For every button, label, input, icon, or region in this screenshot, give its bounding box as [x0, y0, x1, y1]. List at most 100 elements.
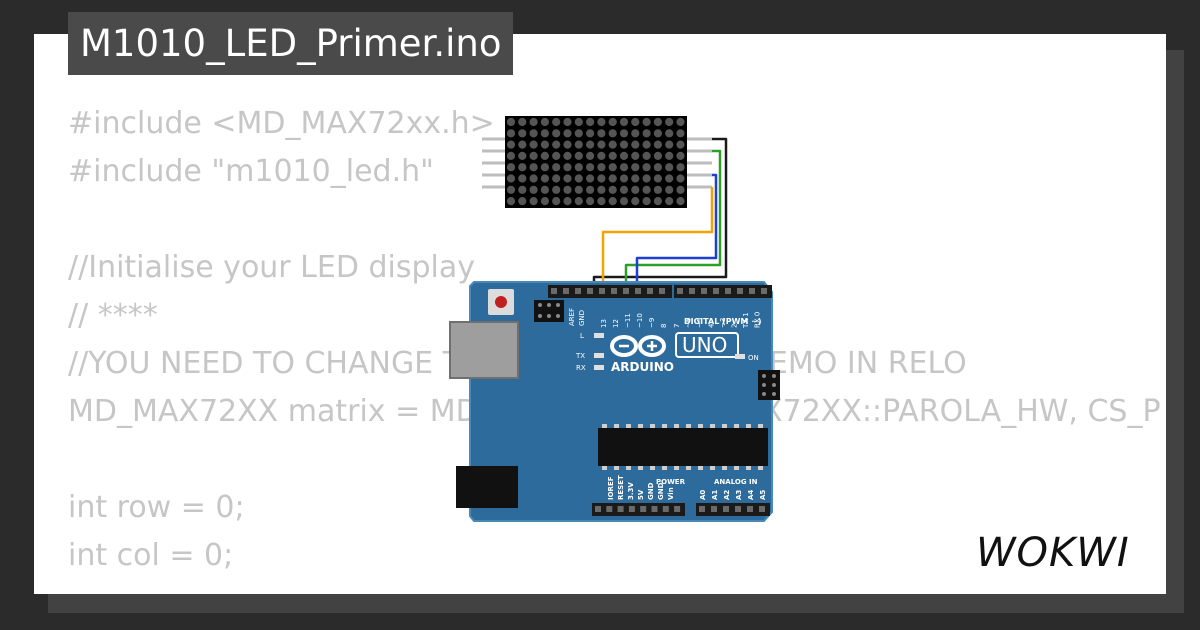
led-dot — [529, 117, 538, 127]
led-dot — [676, 185, 685, 194]
header-hole — [647, 288, 653, 294]
led-dot — [586, 117, 595, 127]
code-line: #include <MD_MAX72xx.h> — [68, 106, 495, 141]
digital-pwm-label: DIGITAL (PWM ~) — [684, 317, 762, 326]
led-dot — [631, 163, 640, 172]
led-dot — [540, 185, 550, 194]
chip-pin — [614, 466, 619, 470]
digital-pin-label: 13 — [600, 319, 608, 328]
digital-pin-label: ~11 — [624, 313, 632, 328]
analog-header — [696, 503, 770, 516]
matrix-right-pins — [686, 137, 712, 189]
digital-pin-label: RX 0 — [754, 312, 762, 328]
header-hole — [674, 506, 681, 512]
led-dot — [608, 151, 617, 160]
analog-pin-label: A5 — [759, 490, 767, 500]
green-wire[interactable] — [624, 149, 722, 292]
header-hole — [599, 288, 605, 294]
on-led — [735, 354, 745, 359]
led-dot — [563, 197, 572, 206]
header-hole — [711, 506, 717, 512]
led-dot — [665, 140, 674, 149]
digital-pin-label: ~10 — [636, 313, 644, 328]
power-pin-label: IOREF — [607, 476, 615, 500]
led-dot — [540, 151, 550, 160]
header-hole — [677, 288, 683, 294]
header-hole — [606, 506, 613, 512]
led-dot — [552, 117, 561, 127]
led-dot — [642, 117, 651, 127]
uno-model-label: UNO — [682, 333, 727, 357]
power-header — [592, 503, 685, 516]
led-dot — [665, 129, 674, 138]
led-dot — [665, 117, 674, 127]
header-hole — [723, 506, 729, 512]
header-hole — [595, 506, 601, 512]
analog-pin-label: A1 — [711, 490, 719, 500]
led-dot — [631, 197, 640, 206]
l-led — [594, 333, 604, 338]
blue-wire[interactable] — [635, 173, 718, 292]
led-dot — [518, 151, 527, 160]
led-dot — [642, 151, 651, 160]
tx-led — [594, 353, 604, 358]
analog-pin-label: A4 — [747, 490, 755, 500]
led-dot — [586, 140, 595, 149]
led-dot — [506, 129, 516, 138]
led-dot — [529, 185, 538, 194]
header-hole — [587, 288, 593, 294]
chip-pin — [734, 466, 739, 470]
code-line: int col = 0; — [68, 538, 234, 573]
led-dot — [529, 140, 538, 149]
led-dot — [529, 197, 538, 206]
led-dot — [529, 163, 538, 172]
rx-led-label: RX — [576, 364, 586, 372]
led-dot — [619, 197, 629, 206]
led-dot — [552, 129, 561, 138]
led-dot — [597, 197, 606, 206]
led-dot — [506, 174, 516, 183]
power-pin-label: RESET — [617, 475, 625, 500]
chip-pin — [746, 424, 751, 428]
arduino-brand-label: ARDUINO — [611, 360, 674, 374]
led-dot — [552, 174, 561, 183]
led-dot — [619, 174, 629, 183]
header-hole — [635, 288, 641, 294]
led-dot — [574, 140, 583, 149]
chip-pin — [758, 424, 763, 428]
code-preview: #include <MD_MAX72xx.h>#include "m1010_l… — [68, 100, 1161, 573]
header-hole — [551, 288, 557, 294]
led-dot — [574, 117, 583, 127]
header-hole — [628, 506, 635, 512]
led-dot — [518, 117, 527, 127]
led-dot — [608, 140, 617, 149]
file-title[interactable]: M1010_LED_Primer.ino — [68, 12, 514, 75]
led-dot — [586, 185, 595, 194]
led-dot — [631, 117, 640, 127]
led-dot — [676, 151, 685, 160]
led-dot — [665, 174, 674, 183]
gnd-label: GND — [578, 310, 586, 326]
chip-pin — [602, 466, 607, 470]
orange-wire[interactable] — [601, 187, 714, 292]
led-dot — [665, 185, 674, 194]
led-dot — [552, 163, 561, 172]
led-dot — [597, 151, 606, 160]
analog-pin-label: A0 — [699, 490, 707, 500]
led-dot — [540, 163, 550, 172]
header-hole — [759, 506, 765, 512]
wokwi-logo[interactable]: WOKWI — [976, 522, 1150, 576]
led-dot — [642, 197, 651, 206]
on-led-label: ON — [748, 354, 759, 362]
chip-pin — [626, 424, 631, 428]
led-dot — [642, 163, 651, 172]
led-dot — [518, 140, 527, 149]
code-line: int row = 0; — [68, 490, 245, 525]
led-dot — [597, 117, 606, 127]
aref-label: AREF — [568, 308, 576, 326]
led-dot — [540, 197, 550, 206]
led-matrix[interactable] — [505, 116, 687, 208]
led-dot — [597, 140, 606, 149]
led-dot — [608, 117, 617, 127]
